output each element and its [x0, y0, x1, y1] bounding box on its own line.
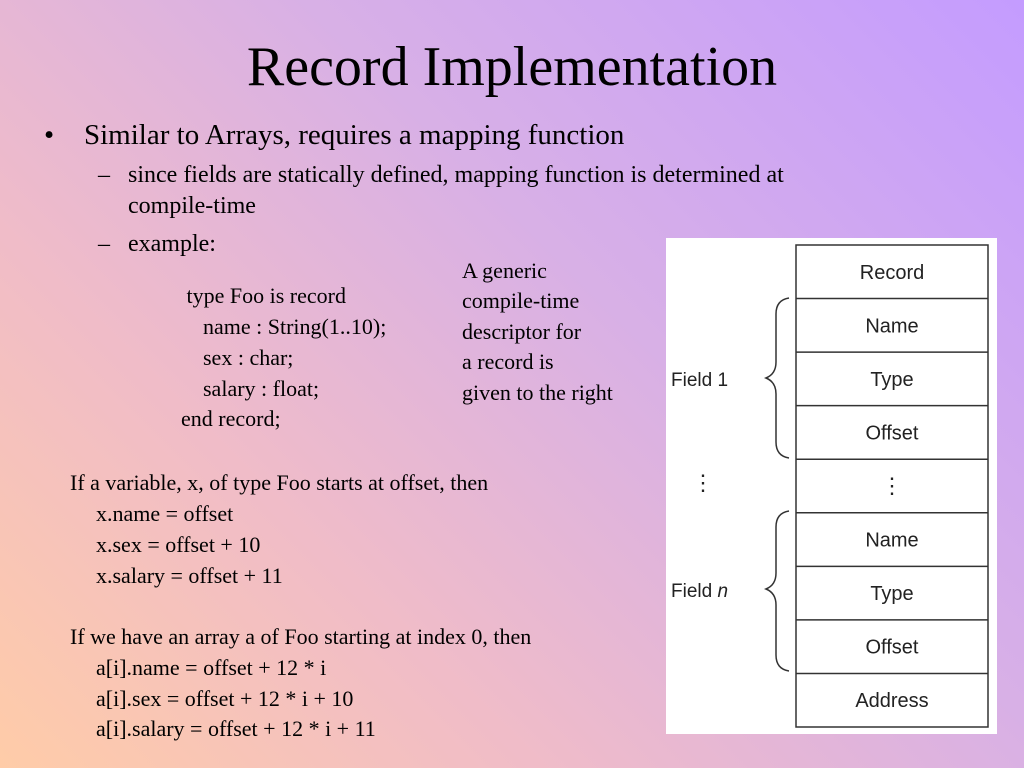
descriptor-outline [795, 244, 989, 728]
note-line: a record is [462, 349, 554, 374]
note-line: given to the right [462, 380, 613, 405]
array-line: If we have an array a of Foo starting at… [70, 624, 532, 649]
array-line: a[i].salary = offset + 12 * i + 11 [96, 716, 376, 741]
vertical-ellipsis-icon: ⋮ [692, 470, 714, 495]
offset-line: x.sex = offset + 10 [96, 532, 261, 557]
descriptor-cell-type: Type [870, 583, 913, 605]
descriptor-cell-name: Name [865, 315, 918, 337]
sub-bullet-1-line-1: since fields are statically defined, map… [128, 162, 784, 188]
note-line: descriptor for [462, 319, 582, 344]
vertical-ellipsis-icon: ⋮ [881, 473, 903, 498]
descriptor-cell-type: Type [870, 369, 913, 391]
sub-bullet-1-line-2: compile-time [128, 193, 256, 219]
bullet-dot: • [44, 119, 55, 151]
note-line: compile-time [462, 288, 580, 313]
descriptor-cell-offset: Offset [866, 422, 919, 444]
field-n-variable: n [717, 581, 728, 602]
main-bullet-text: Similar to Arrays, requires a mapping fu… [84, 119, 625, 151]
field-n-label: Field n [671, 581, 728, 602]
offset-line: x.salary = offset + 11 [96, 563, 283, 588]
slide-title: Record Implementation [246, 36, 778, 98]
code-line: name : String(1..10); [181, 314, 387, 339]
code-line: sex : char; [181, 345, 294, 370]
descriptor-cell-name: Name [865, 530, 918, 552]
sub-bullet-dash-2: – [98, 231, 110, 257]
descriptor-cell-record: Record [860, 262, 924, 284]
field-n-brace [763, 510, 790, 672]
field-1-label: Field 1 [671, 370, 728, 391]
record-descriptor-diagram: RecordNameTypeOffset⋮NameTypeOffsetAddre… [671, 244, 989, 728]
field-n-prefix: Field [671, 581, 717, 602]
sub-bullet-dash-1: – [98, 162, 110, 188]
array-line: a[i].sex = offset + 12 * i + 10 [96, 686, 354, 711]
code-line: type Foo is record [181, 283, 346, 308]
code-line: end record; [181, 406, 281, 431]
offset-line: x.name = offset [96, 501, 234, 526]
descriptor-cell-offset: Offset [866, 637, 919, 659]
sub-bullet-2: example: [128, 231, 216, 257]
offset-line: If a variable, x, of type Foo starts at … [70, 470, 489, 495]
note-line: A generic [462, 258, 547, 283]
descriptor-cell-address: Address [855, 690, 928, 712]
array-line: a[i].name = offset + 12 * i [96, 655, 327, 680]
field-1-brace [763, 297, 790, 459]
code-line: salary : float; [181, 376, 320, 401]
